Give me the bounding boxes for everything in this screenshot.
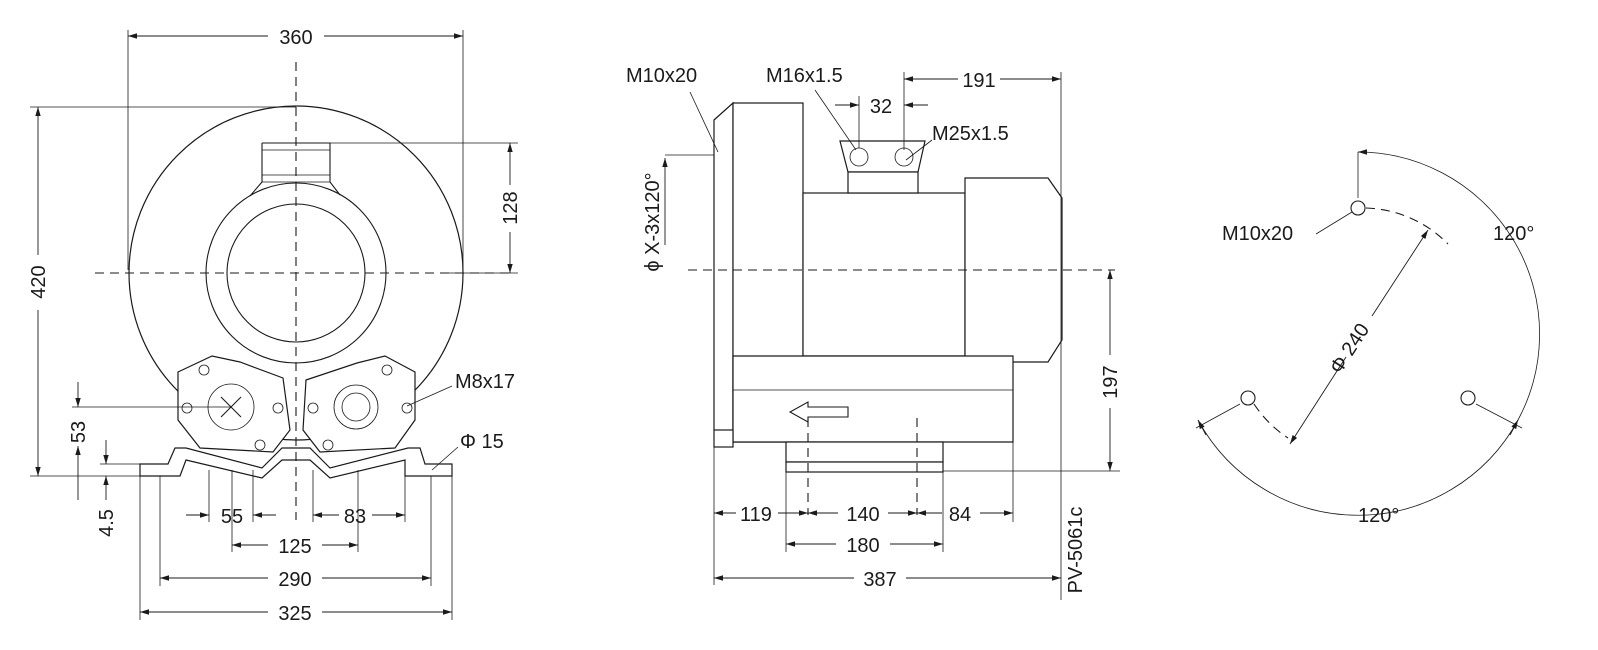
dim-125: 125 xyxy=(278,536,311,558)
pitch-circle xyxy=(1365,207,1449,245)
dim-32: 32 xyxy=(870,96,892,118)
inlet-flange-plate xyxy=(713,101,734,444)
dim-83: 83 xyxy=(344,506,366,528)
label-m10x20-side: M10x20 xyxy=(626,65,697,87)
base-plate xyxy=(785,441,944,463)
bolt-hole-right xyxy=(1460,390,1476,406)
lower-channel xyxy=(732,355,1014,443)
motor-body xyxy=(802,192,966,357)
label-phi15: Φ 15 xyxy=(460,431,504,453)
dim-420: 420 xyxy=(28,265,50,298)
bolt-hole-top xyxy=(1350,200,1366,216)
dim-140: 140 xyxy=(846,504,879,526)
dim-387: 387 xyxy=(863,569,896,591)
label-phi240: Φ 240 xyxy=(1326,320,1374,378)
dim-360: 360 xyxy=(279,27,312,49)
dim-191: 191 xyxy=(962,70,995,92)
flange-view: Φ 240 M10x20 120° 120° xyxy=(1195,149,1540,527)
dim-197: 197 xyxy=(1100,365,1122,398)
label-angle-bottom: 120° xyxy=(1358,505,1399,527)
right-flange xyxy=(302,355,416,453)
dim-53: 53 xyxy=(68,421,90,443)
label-angle-top: 120° xyxy=(1493,223,1534,245)
label-m10x20-flange: M10x20 xyxy=(1222,223,1293,245)
dim-180: 180 xyxy=(846,535,879,557)
dim-84: 84 xyxy=(949,504,971,526)
front-view: 360 420 128 53 4.5 55 83 xyxy=(28,27,522,625)
dim-128: 128 xyxy=(500,191,522,224)
dim-290: 290 xyxy=(278,569,311,591)
label-flange-holes: ϕ X-3x120° xyxy=(642,172,664,271)
flange-arc-outer xyxy=(1357,151,1540,421)
dim-4-5: 4.5 xyxy=(96,509,118,537)
dim-119: 119 xyxy=(740,504,772,526)
side-view: 191 32 M10x20 M16x1.5 M25x1.5 ϕ X-3x120°… xyxy=(626,65,1122,600)
label-m16x1-5: M16x1.5 xyxy=(766,65,843,87)
flow-arrow xyxy=(788,401,849,423)
dim-325: 325 xyxy=(278,603,311,625)
bolt-hole-left xyxy=(1240,390,1256,406)
model-code: PV-5061c xyxy=(1065,507,1087,594)
label-m8x17: M8x17 xyxy=(455,371,515,393)
label-m25x1-5: M25x1.5 xyxy=(932,123,1009,145)
